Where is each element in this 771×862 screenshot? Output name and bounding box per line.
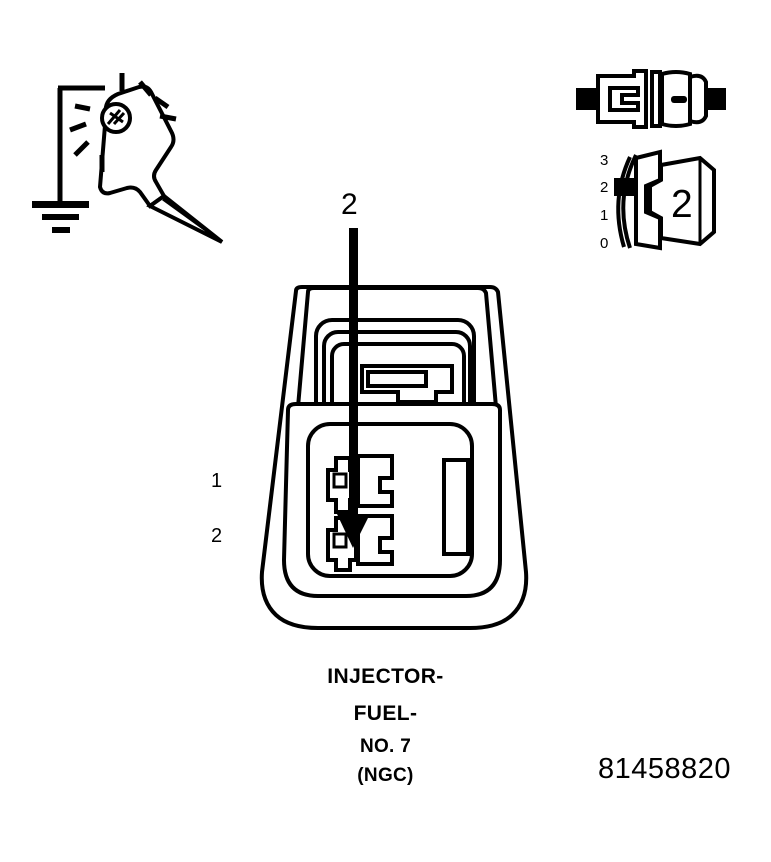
scale-mark-3: 3 <box>600 152 609 169</box>
terminal-block-body <box>648 155 716 247</box>
connector-wire-left <box>576 88 600 110</box>
caption-line-4: (NGC) <box>357 765 414 786</box>
arrow-head <box>337 514 370 548</box>
connector-male-keyway <box>608 86 640 112</box>
connector-keying-rib <box>442 458 470 556</box>
main-connector-face <box>259 285 529 630</box>
scale-mark-1: 1 <box>600 207 609 224</box>
probe-glow-rays <box>69 73 177 172</box>
down-arrow-icon <box>337 228 370 548</box>
connector-collar <box>650 70 662 128</box>
ground-symbol-icon <box>32 201 89 233</box>
connector-female-rear <box>688 73 708 125</box>
cavity-scale-indicator <box>614 149 716 251</box>
probe-tip-edge <box>162 197 222 243</box>
caption-line-2: FUEL- <box>353 702 418 725</box>
test-light-probe-icon <box>32 73 224 244</box>
caption-line-3: NO. 7 <box>359 736 412 757</box>
arrow-shaft <box>349 228 358 528</box>
scale-arc-outer <box>621 154 638 249</box>
scale-mark-2: 2 <box>600 179 609 196</box>
terminal-block-number: 2 <box>671 183 693 226</box>
caption-line-1: INJECTOR- <box>327 665 444 688</box>
scale-arc-inner <box>616 156 632 248</box>
scale-indicator-block <box>614 178 636 196</box>
part-number: 81458820 <box>598 753 732 785</box>
probe-filament-icon <box>106 109 126 126</box>
pin-label-2: 2 <box>211 525 223 547</box>
connector-socket-slot <box>671 96 687 103</box>
arrow-callout-label: 2 <box>341 188 358 221</box>
pin-label-1: 1 <box>211 470 223 492</box>
connector-pair-icon <box>576 69 726 129</box>
cavity-body <box>634 149 662 251</box>
scale-mark-0: 0 <box>600 235 609 252</box>
